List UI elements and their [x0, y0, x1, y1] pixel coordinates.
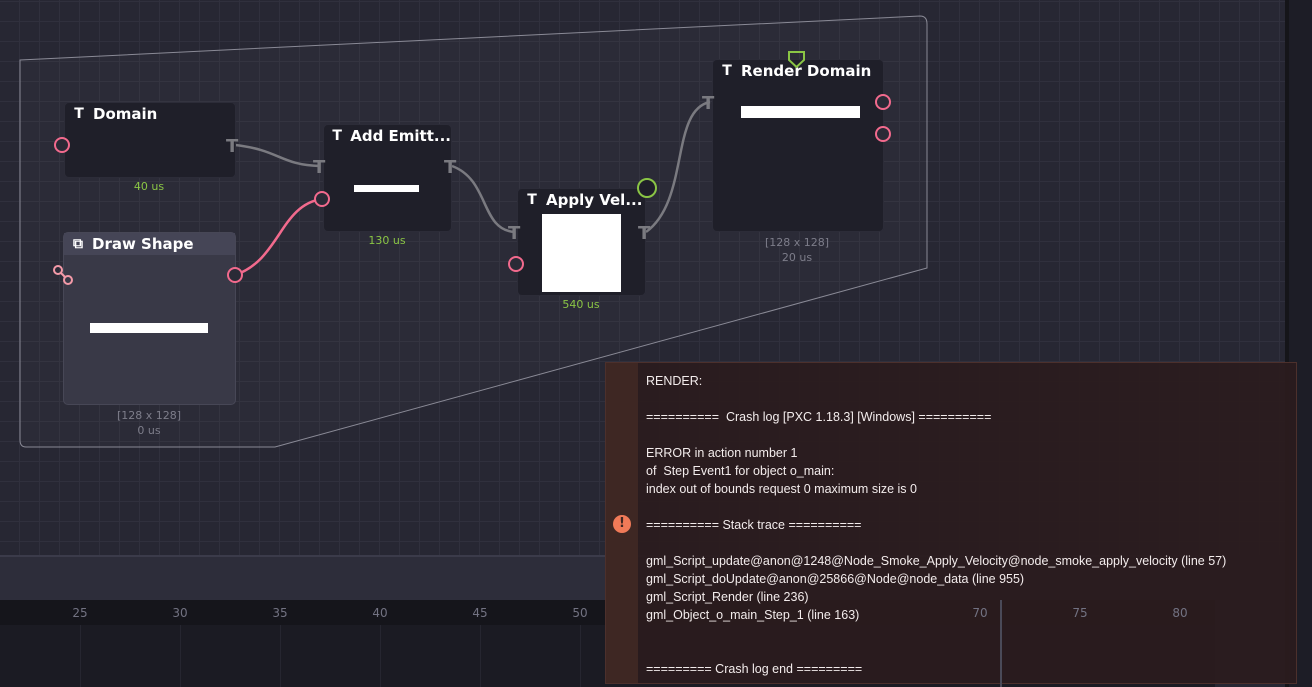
preview-thumbnail	[90, 323, 208, 333]
node-dims: [128 x 128]20 us	[764, 236, 830, 264]
preview-thumbnail	[741, 106, 860, 118]
node-time: 130 us	[368, 234, 406, 247]
log-line: index out of bounds request 0 maximum si…	[646, 482, 917, 496]
copy-icon: ⧉	[73, 236, 83, 252]
log-line	[646, 498, 1226, 516]
tick-label: 30	[172, 606, 188, 620]
input-pin[interactable]	[314, 191, 330, 207]
output-pin[interactable]	[875, 94, 891, 110]
node-time: 540 us	[562, 298, 600, 311]
log-line	[646, 426, 1226, 444]
connection	[645, 100, 711, 234]
log-line: gml_Object_o_main_Step_1 (line 163)	[646, 608, 860, 622]
log-line: ========= Crash log end =========	[646, 662, 863, 676]
surface-icon: T	[74, 106, 84, 122]
connection	[234, 143, 321, 168]
log-line	[646, 390, 1226, 408]
log-line: of Step Event1 for object o_main:	[646, 464, 835, 478]
input-pin[interactable]	[54, 137, 70, 153]
surface-icon: T	[722, 63, 732, 79]
tick-label: 35	[272, 606, 288, 620]
surface-icon: T	[527, 192, 537, 208]
tick-label: 80	[1172, 606, 1188, 620]
connection	[234, 197, 323, 277]
tick-label: 25	[72, 606, 88, 620]
output-pin[interactable]	[875, 126, 891, 142]
log-line: gml_Script_update@anon@1248@Node_Smoke_A…	[646, 554, 1227, 568]
graph-connections	[19, 15, 928, 448]
node-dims: [128 x 128]0 us	[116, 409, 182, 437]
crash-log-text: RENDER: ========== Crash log [PXC 1.18.3]…	[646, 372, 1226, 678]
error-icon: !	[613, 515, 631, 533]
log-line: gml_Script_doUpdate@anon@25866@Node@node…	[646, 572, 1025, 586]
surface-icon: T	[332, 128, 342, 144]
preview-thumbnail	[542, 214, 621, 292]
log-line	[646, 624, 1226, 642]
tick-label: 40	[372, 606, 388, 620]
preview-thumbnail	[354, 185, 419, 192]
tick-label: 75	[1072, 606, 1088, 620]
log-line	[646, 642, 1226, 660]
log-line: gml_Script_Render (line 236)	[646, 590, 809, 604]
input-pin[interactable]	[508, 256, 524, 272]
tick-label: 70	[972, 606, 988, 620]
tick-label: 50	[572, 606, 588, 620]
log-line: RENDER:	[646, 374, 703, 388]
node-draw-shape[interactable]: ⧉Draw Shape	[63, 232, 236, 405]
crash-log-dialog[interactable]: ! RENDER: ========== Crash log [PXC 1.18.…	[605, 362, 1297, 684]
tick-label: 45	[472, 606, 488, 620]
connection	[451, 164, 516, 234]
playhead[interactable]	[1000, 600, 1002, 687]
log-line: ========== Crash log [PXC 1.18.3] [Windo…	[646, 410, 992, 424]
group-frame	[19, 15, 928, 448]
log-line: ========== Stack trace ==========	[646, 518, 862, 532]
log-line: ERROR in action number 1	[646, 446, 798, 460]
node-time: 40 us	[133, 180, 165, 193]
output-pin[interactable]	[227, 267, 243, 283]
log-line	[646, 534, 1226, 552]
